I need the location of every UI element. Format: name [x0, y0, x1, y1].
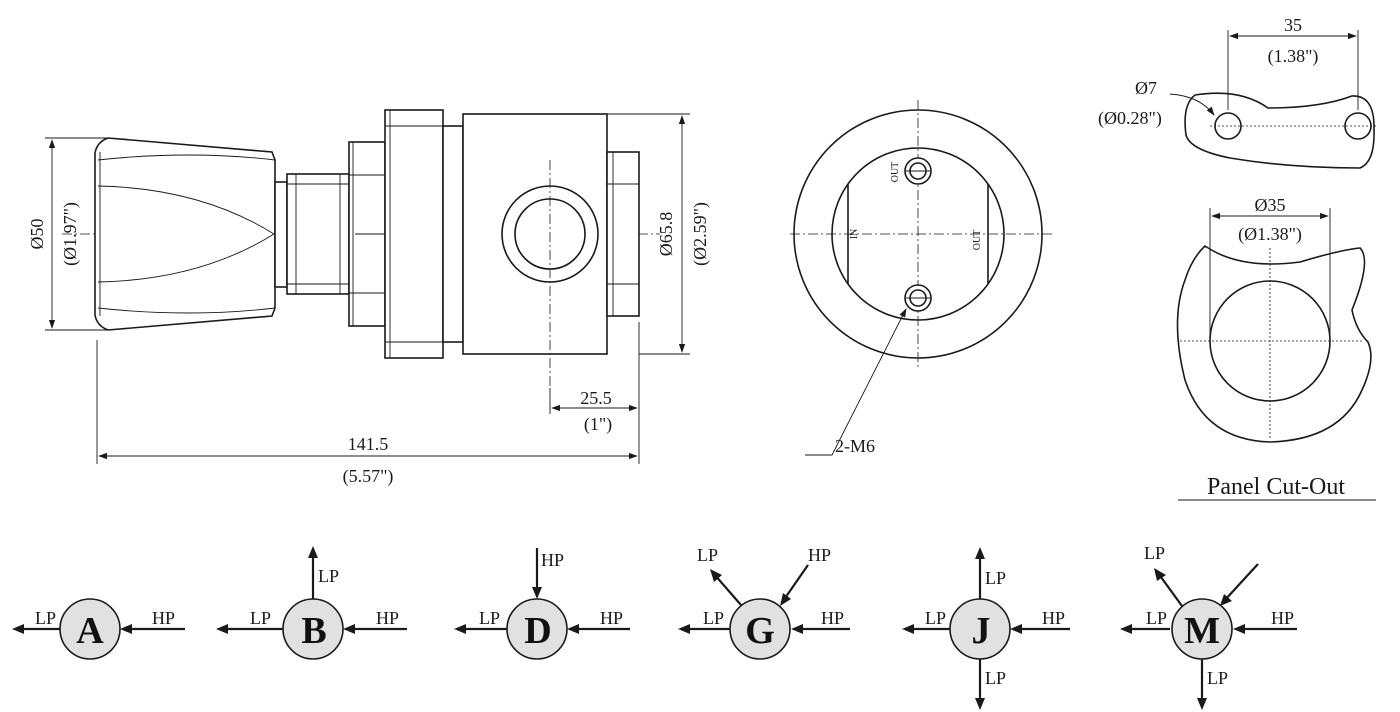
port-config-g-label-lp: LP [703, 608, 724, 628]
panel-cutout: 35 (1.38") Ø7 (Ø0.28") Ø35 (Ø1.38") Pane… [1098, 15, 1376, 501]
port-config-j-label-lp-top: LP [985, 568, 1006, 588]
hole-diameter-leader [1169, 93, 1215, 116]
end-view-label-out-top: OUT [890, 162, 901, 183]
mount-thread-label: 2-M6 [835, 436, 875, 456]
knob-diameter-mm: Ø50 [27, 219, 47, 250]
end-view: IN OUT OUT 2-M6 [790, 100, 1055, 456]
port-config-b-label-lp-top: LP [318, 566, 339, 586]
port-config-b-letter: B [301, 610, 326, 652]
dim-outlet-length: 25.5 (1") [549, 388, 638, 435]
port-config-b: B LP LP HP [216, 546, 407, 660]
port-config-m-label-hp: HP [1271, 608, 1294, 628]
port-configurations: A LP HP B LP LP HP D HP LP HP [12, 543, 1297, 710]
adjusting-knob [94, 137, 276, 331]
port-config-d-label-hp-right: HP [600, 608, 623, 628]
overall-length-mm: 141.5 [348, 434, 389, 454]
dim-overall-length: 141.5 (5.57") [96, 322, 640, 487]
end-view-label-in: IN [849, 229, 860, 240]
port-config-a-label-lp: LP [35, 608, 56, 628]
regulator-body [462, 113, 608, 388]
port-config-d-letter: D [524, 610, 551, 652]
port-config-g: G LP HP LP HP [678, 545, 850, 660]
body-diameter-mm: Ø65.8 [656, 212, 676, 257]
panel-cutout-title: Panel Cut-Out [1207, 474, 1345, 500]
cutout-diameter-mm: Ø35 [1255, 195, 1286, 215]
knob-diameter-in: (Ø1.97") [60, 202, 81, 266]
port-config-j: J LP LP HP LP [902, 547, 1070, 710]
port-config-j-label-lp-bottom: LP [985, 668, 1006, 688]
dim-knob-diameter: Ø50 (Ø1.97") [27, 137, 108, 331]
bonnet-neck [274, 173, 350, 295]
mounting-plate-outline [1184, 92, 1375, 169]
port-config-j-letter: J [972, 610, 991, 652]
hole-spacing-mm: 35 [1284, 15, 1302, 35]
side-view: Ø50 (Ø1.97") Ø65.8 (Ø2.59") 141.5 (5.57"… [27, 109, 711, 487]
end-view-label-out-right: OUT [972, 230, 983, 251]
dim-body-diameter: Ø65.8 (Ø2.59") [607, 113, 711, 355]
panel-plate-outline [1176, 244, 1372, 443]
hole-spacing-in: (1.38") [1268, 46, 1319, 67]
port-config-g-label-hp: HP [821, 608, 844, 628]
port-config-m-letter: M [1184, 610, 1220, 652]
overall-length-in: (5.57") [343, 466, 394, 487]
port-config-m-label-lp-top: LP [1144, 543, 1165, 563]
port-config-d-label-lp: LP [479, 608, 500, 628]
port-config-a: A LP HP [12, 598, 185, 660]
panel-flange [384, 109, 464, 359]
hole-diameter-in: (Ø0.28") [1098, 108, 1162, 129]
mount-thread-leader [805, 308, 907, 456]
port-config-g-label-hp-top: HP [808, 545, 831, 565]
outlet-length-in: (1") [584, 414, 612, 435]
hole-diameter-mm: Ø7 [1135, 78, 1157, 98]
outlet-fitting [606, 151, 640, 317]
port-config-j-label-hp: HP [1042, 608, 1065, 628]
port-config-b-label-hp: HP [376, 608, 399, 628]
port-config-g-letter: G [745, 610, 775, 652]
port-config-m-label-lp-bottom: LP [1207, 668, 1228, 688]
port-config-a-label-hp: HP [152, 608, 175, 628]
port-config-j-label-lp-left: LP [925, 608, 946, 628]
bonnet-hex-nut [348, 141, 386, 327]
port-config-a-letter: A [76, 610, 104, 652]
port-config-m: M LP LP HP LP [1120, 543, 1297, 710]
cutout-diameter-in: (Ø1.38") [1238, 224, 1302, 245]
port-config-d-label-hp-top: HP [541, 550, 564, 570]
port-config-m-label-lp-left: LP [1146, 608, 1167, 628]
port-config-b-label-lp-left: LP [250, 608, 271, 628]
port-config-d: D HP LP HP [454, 548, 630, 660]
port-config-g-label-lp-top: LP [697, 545, 718, 565]
outlet-length-mm: 25.5 [580, 388, 612, 408]
body-diameter-in: (Ø2.59") [690, 202, 711, 266]
